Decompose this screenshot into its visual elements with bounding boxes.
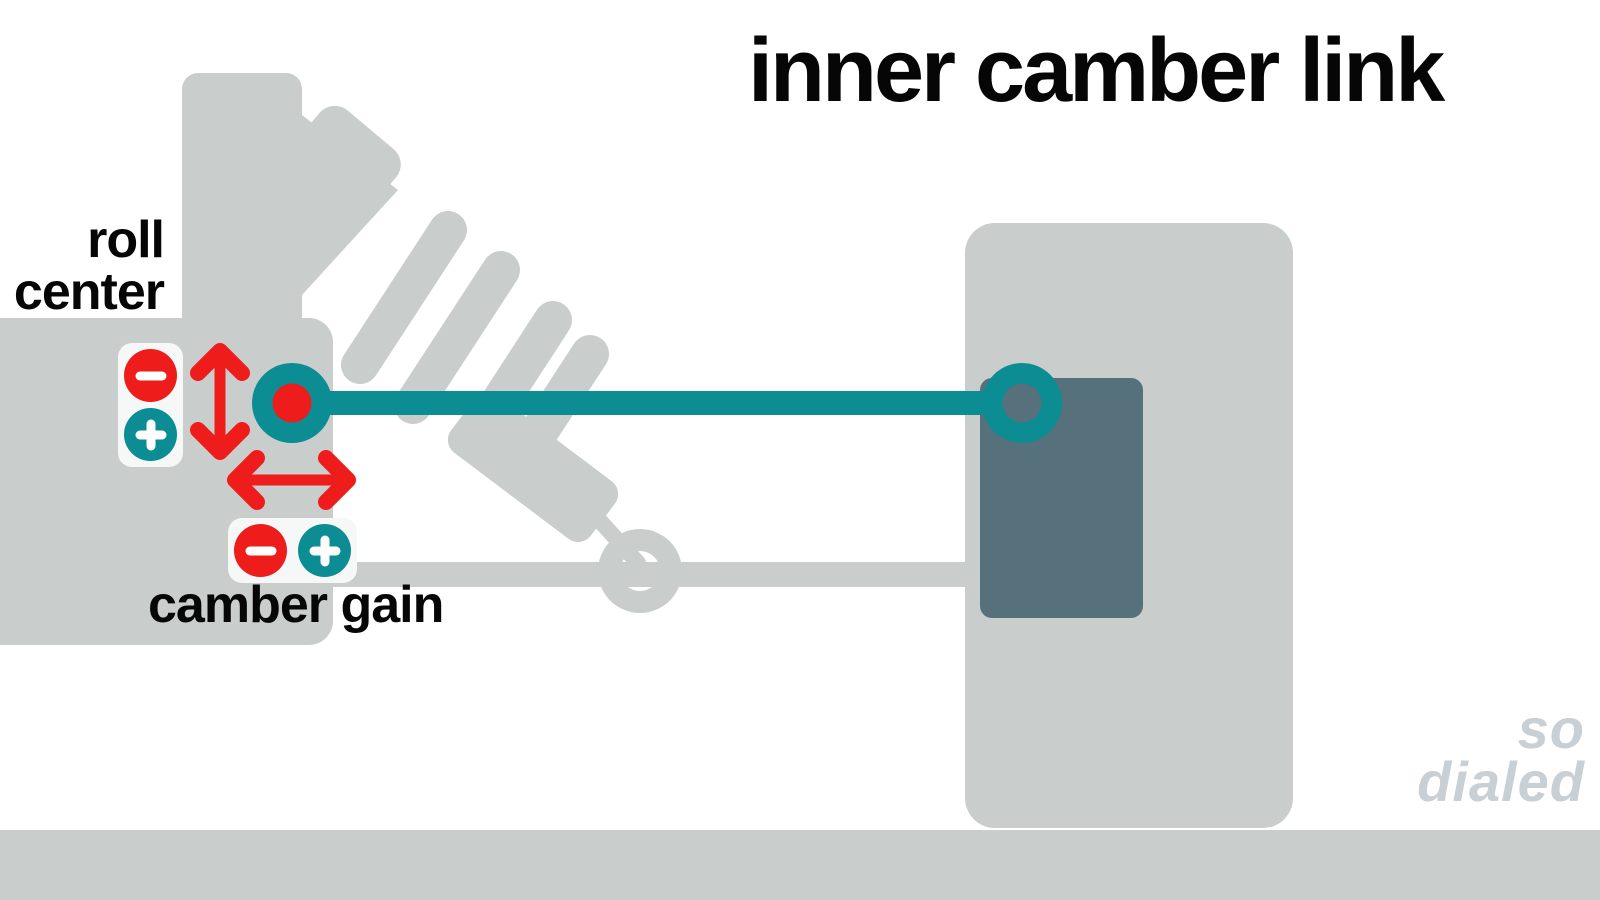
shock-mount-ring — [598, 529, 682, 613]
shock-top-mount — [303, 105, 401, 199]
inner-pivot-center — [272, 383, 312, 423]
ground-bar — [0, 830, 1600, 900]
minus-icon — [234, 524, 287, 577]
camber-link-bar — [292, 391, 1000, 415]
watermark-line2: dialed — [1417, 750, 1585, 814]
roll-center-label-line1: roll — [87, 211, 165, 269]
vertical-double-arrow-icon — [190, 343, 250, 460]
plus-icon — [298, 524, 351, 577]
camber-gain-minus-indicator — [234, 524, 287, 577]
roll-center-minus-indicator — [124, 349, 177, 402]
outer-pivot-ring — [982, 363, 1062, 443]
minus-icon — [124, 349, 177, 402]
roll-center-adjust-panel — [118, 343, 183, 467]
shock-body — [447, 391, 619, 543]
camber-gain-plus-indicator — [298, 524, 351, 577]
watermark-line1: so — [1517, 697, 1585, 760]
spring-coil — [394, 251, 520, 424]
shock-tower — [182, 73, 302, 373]
spring-coil — [341, 211, 467, 384]
roll-center-plus-indicator — [124, 408, 177, 461]
roll-center-label-line2: center — [13, 263, 165, 321]
lower-arm — [315, 562, 975, 587]
page-title: inner camber link — [748, 21, 1445, 121]
horizontal-double-arrow-icon — [227, 450, 356, 510]
plus-icon — [124, 408, 177, 461]
camber-gain-adjust-panel — [228, 518, 357, 583]
camber-gain-label: camber gain — [148, 576, 444, 634]
